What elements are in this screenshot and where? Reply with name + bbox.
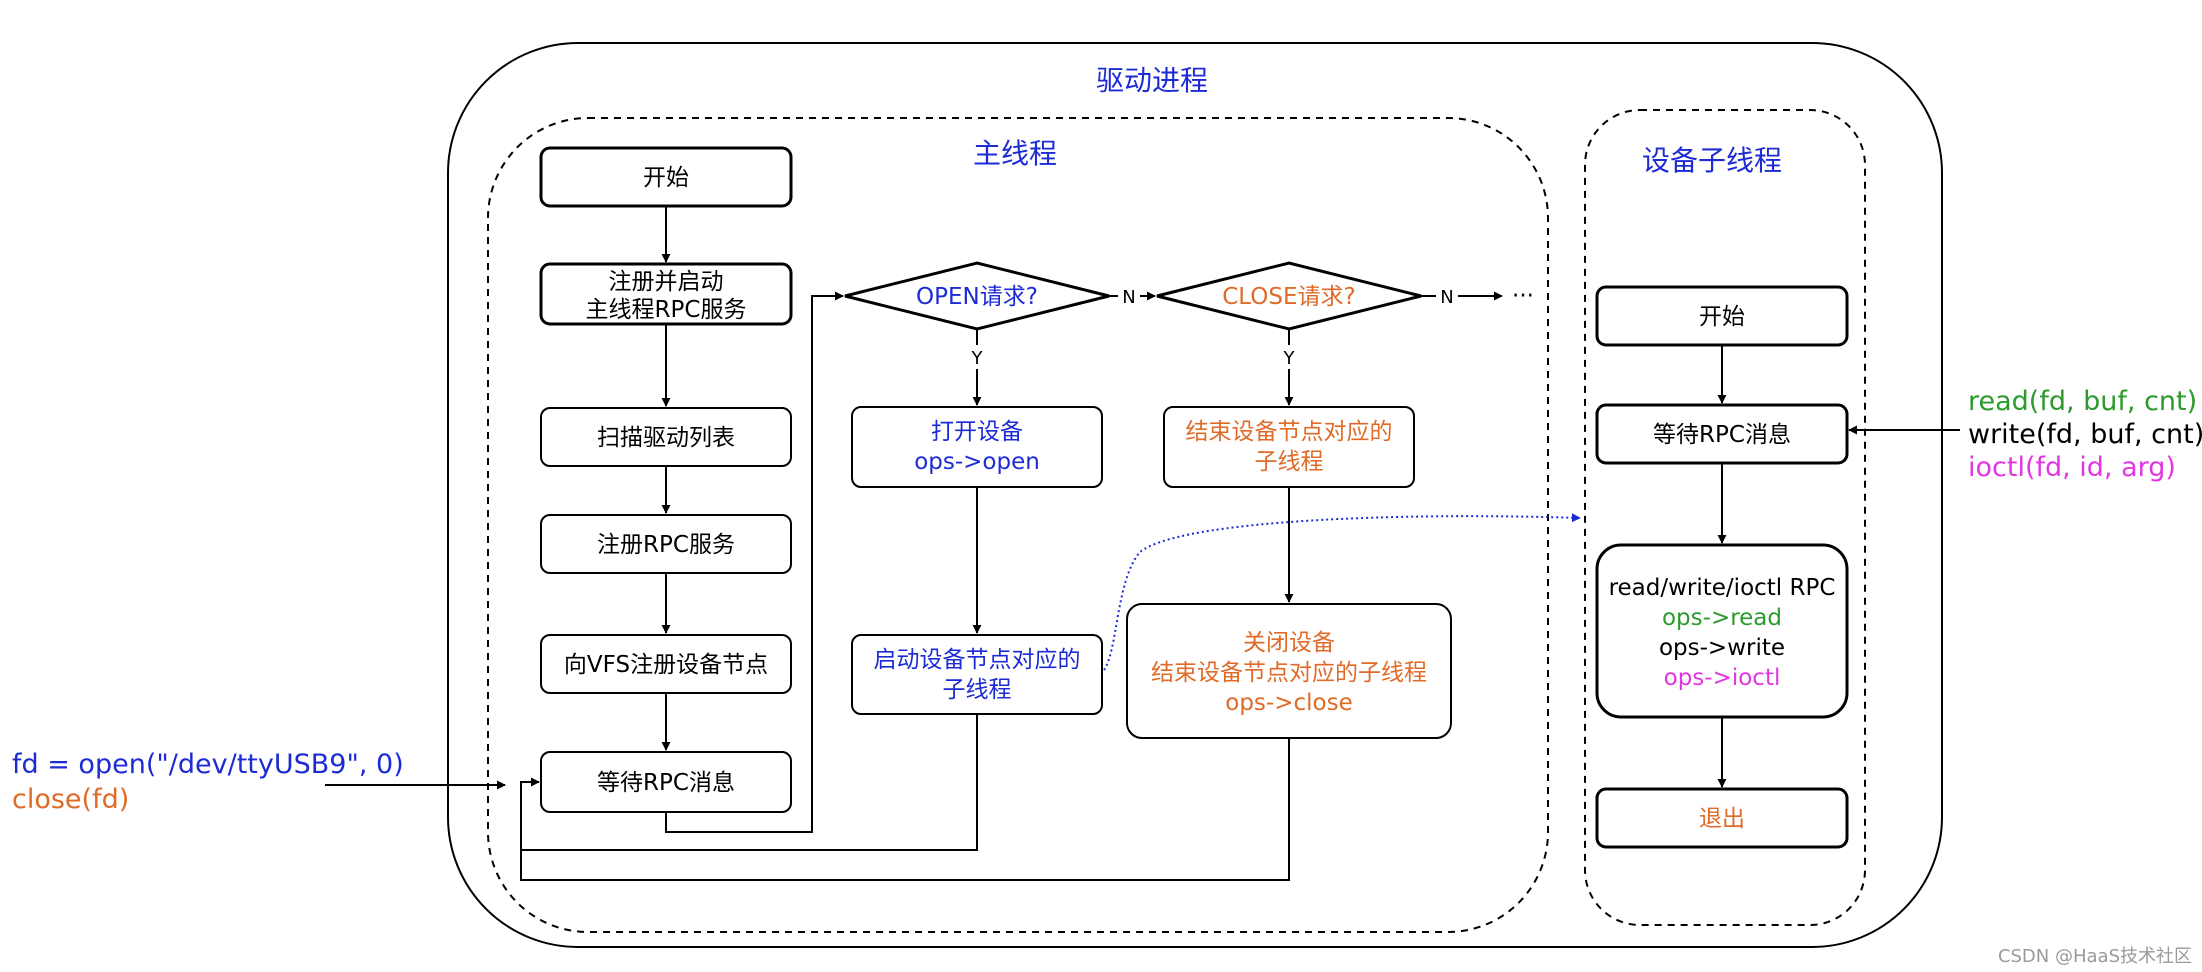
end-thread-label-1: 结束设备节点对应的 (1186, 419, 1393, 445)
loop-close-return (520, 738, 1290, 881)
start-thread-label-1: 启动设备节点对应的 (874, 647, 1081, 673)
open-call-text: fd = open("/dev/ttyUSB9", 0) (12, 749, 404, 780)
label-bg (966, 345, 988, 369)
open-yes-label: Y (971, 348, 984, 369)
ops-write-label: ops->write (1659, 635, 1785, 661)
end-thread-label-2: 子线程 (1255, 449, 1324, 475)
device-start-label: 开始 (1699, 304, 1745, 330)
close-request-label: CLOSE请求? (1222, 284, 1356, 310)
close-yes-label: Y (1283, 348, 1296, 369)
rpc-handler-node (1595, 543, 1849, 719)
scan-driver-label: 扫描驱动列表 (597, 425, 735, 451)
loop-open-return (521, 714, 978, 851)
close-no-label: N (1440, 287, 1453, 308)
start-thread-link (1103, 513, 1581, 671)
close-call-text: close(fd) (12, 784, 129, 815)
device-exit-node (1595, 787, 1849, 849)
device-thread-container (1584, 109, 1866, 926)
open-device-label: 打开设备 (931, 419, 1023, 445)
read-call-text: read(fd, buf, cnt) (1968, 386, 2197, 417)
label-bg (1118, 284, 1140, 308)
ops-ioctl-label: ops->ioctl (1664, 665, 1781, 691)
main-thread-container (487, 117, 1549, 933)
ops-close-label: ops->close (1225, 690, 1352, 716)
more-ellipsis: ··· (1512, 283, 1534, 309)
main-start-label: 开始 (643, 165, 689, 191)
start-thread-label-2: 子线程 (943, 677, 1012, 703)
device-exit-label: 退出 (1699, 806, 1745, 832)
main-wait-rpc-label: 等待RPC消息 (597, 770, 735, 796)
register-vfs-label: 向VFS注册设备节点 (564, 652, 768, 678)
ops-read-label: ops->read (1662, 605, 1782, 631)
arrow-wait-to-open-decision (665, 291, 844, 833)
label-bg (1436, 284, 1458, 308)
open-request-label: OPEN请求? (916, 284, 1038, 310)
close-end-thread-label: 结束设备节点对应的子线程 (1151, 660, 1427, 686)
ops-open-label: ops->open (914, 449, 1040, 475)
close-device-label: 关闭设备 (1243, 630, 1335, 656)
ioctl-call-text: ioctl(fd, id, arg) (1968, 452, 2176, 483)
register-rpc-label: 注册RPC服务 (597, 532, 735, 558)
register-start-label-1: 注册并启动 (609, 269, 724, 295)
driver-process-container (447, 42, 1943, 948)
main-thread-title: 主线程 (973, 137, 1057, 170)
device-thread-title: 设备子线程 (1642, 144, 1782, 177)
open-no-label: N (1122, 287, 1135, 308)
register-start-label-2: 主线程RPC服务 (586, 297, 747, 323)
device-wait-rpc-label: 等待RPC消息 (1653, 422, 1791, 448)
label-bg (1278, 345, 1300, 369)
write-call-text: write(fd, buf, cnt) (1968, 419, 2202, 450)
watermark: CSDN @HaaS技术社区 (1998, 946, 2192, 967)
rpc-handler-title: read/write/ioctl RPC (1609, 575, 1836, 601)
driver-process-title: 驱动进程 (1096, 64, 1208, 97)
